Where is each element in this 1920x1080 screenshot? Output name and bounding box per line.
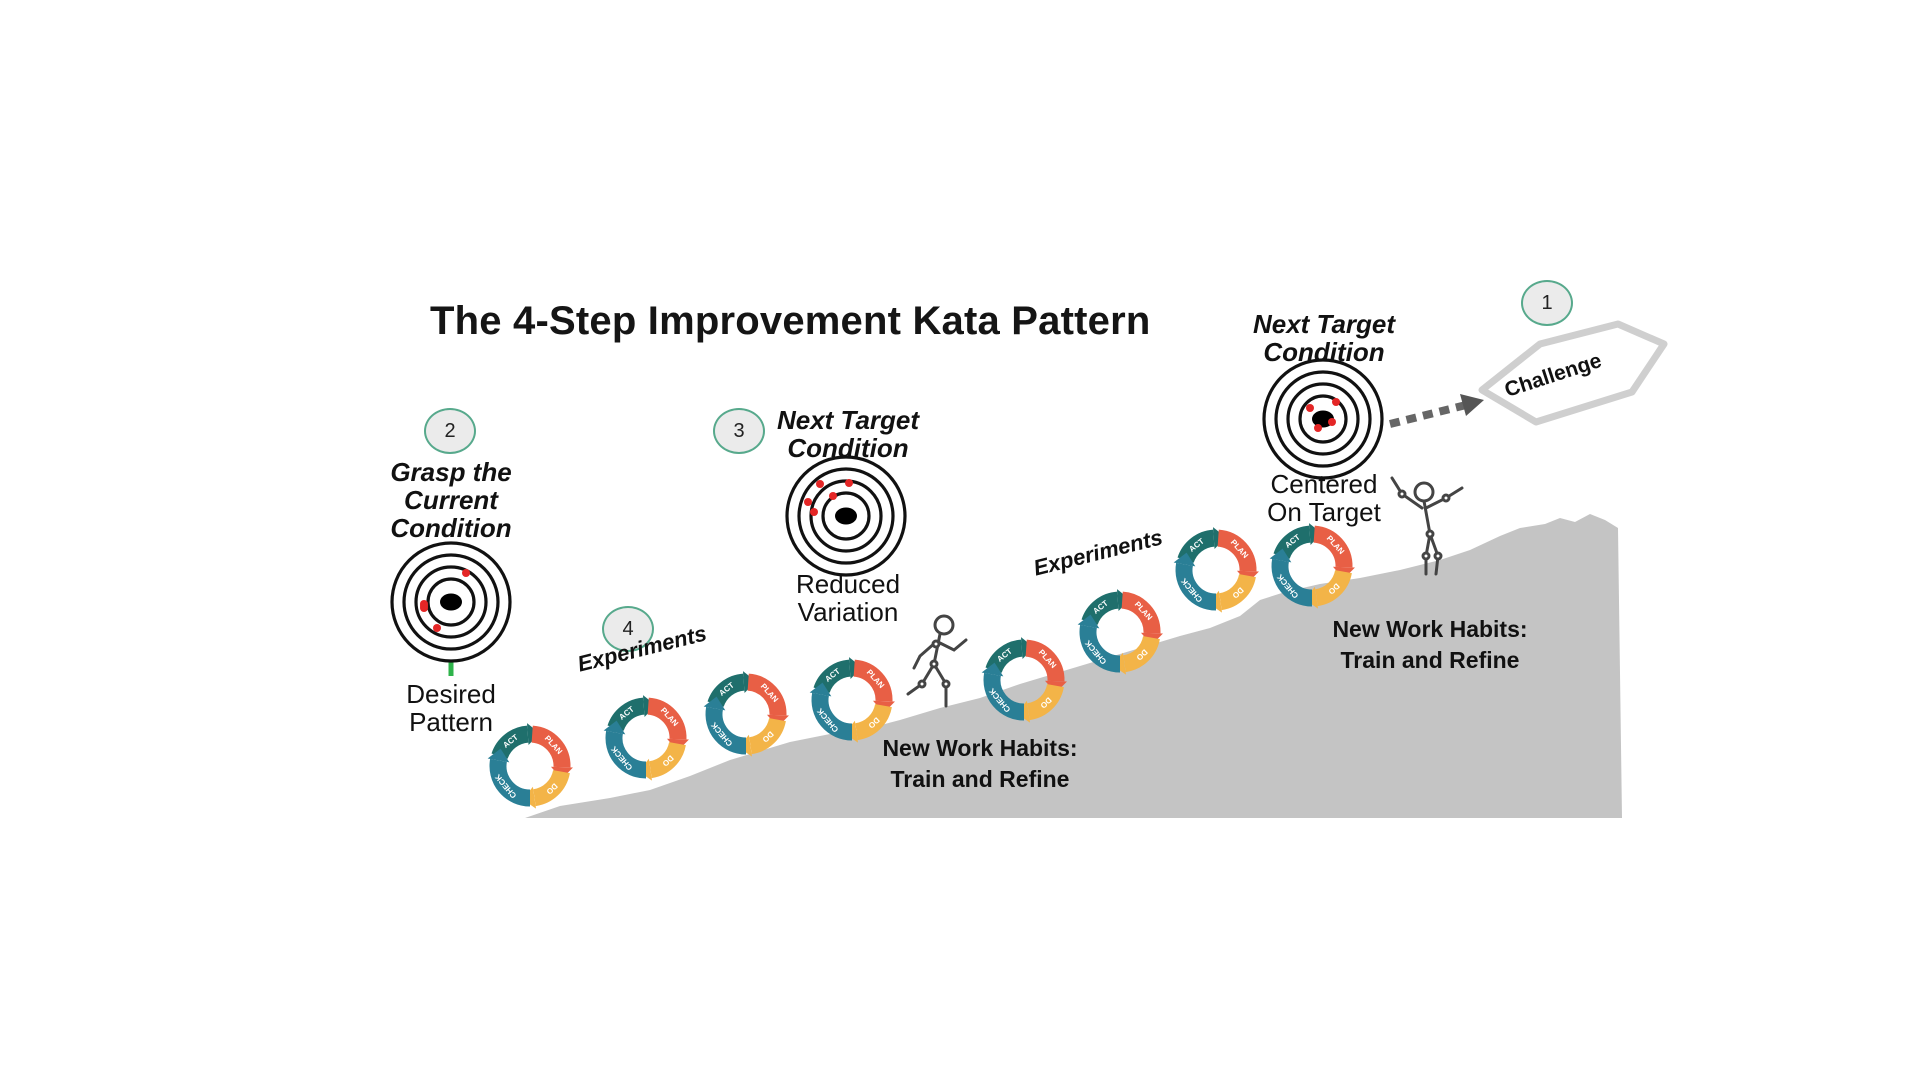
desired-pattern-line2: Pattern [409,707,493,738]
habits-1-line1: New Work Habits: [882,735,1078,761]
stick-figure-icon [1390,476,1464,576]
reduced-variation-label: Reduced Variation [773,570,923,626]
centered-on-target-line2: On Target [1267,497,1381,528]
centered-on-target-label: Centered On Target [1249,470,1399,526]
target-icon [1262,358,1384,480]
step-number-4: 4 [602,606,654,652]
habits-1-line2: Train and Refine [890,766,1070,793]
dashed-arrow-icon [1389,400,1471,428]
next-target-top-line2: Condition [1263,337,1385,368]
next-target-top-label: Next Target Condition [1244,310,1404,366]
challenge-shape: Challenge [1478,320,1668,426]
step-number-2: 2 [424,408,476,454]
stick-figure-icon [906,614,968,708]
grasp-label-line2: Current [404,485,498,516]
grasp-label-line3: Condition [390,513,512,544]
reduced-variation-line1: Reduced [795,569,901,599]
target-icon [785,455,907,577]
next-target-mid-line1: Next Target [776,405,920,435]
target-icon [390,541,512,663]
step-number-1: 1 [1521,280,1573,326]
grasp-label: Grasp the Current Condition [376,458,526,542]
next-target-mid-line2: Condition [787,433,909,464]
habits-label-2: New Work Habits: Train and Refine [1320,614,1540,676]
reduced-variation-line2: Variation [797,597,899,628]
next-target-top-line1: Next Target [1252,309,1396,339]
habits-2-line1: New Work Habits: [1332,616,1528,642]
next-target-mid-label: Next Target Condition [768,406,928,462]
grasp-label-line1: Grasp the [390,457,512,487]
desired-pattern-label: Desired Pattern [386,680,516,736]
habits-label-1: New Work Habits: Train and Refine [870,733,1090,795]
dashed-arrowhead [1460,394,1484,416]
step-number-3: 3 [713,408,765,454]
desired-pattern-line1: Desired [406,679,496,709]
hill-shape [525,514,1622,818]
page-title: The 4-Step Improvement Kata Pattern [430,299,1151,343]
habits-2-line2: Train and Refine [1340,647,1520,674]
centered-on-target-line1: Centered [1270,469,1378,499]
